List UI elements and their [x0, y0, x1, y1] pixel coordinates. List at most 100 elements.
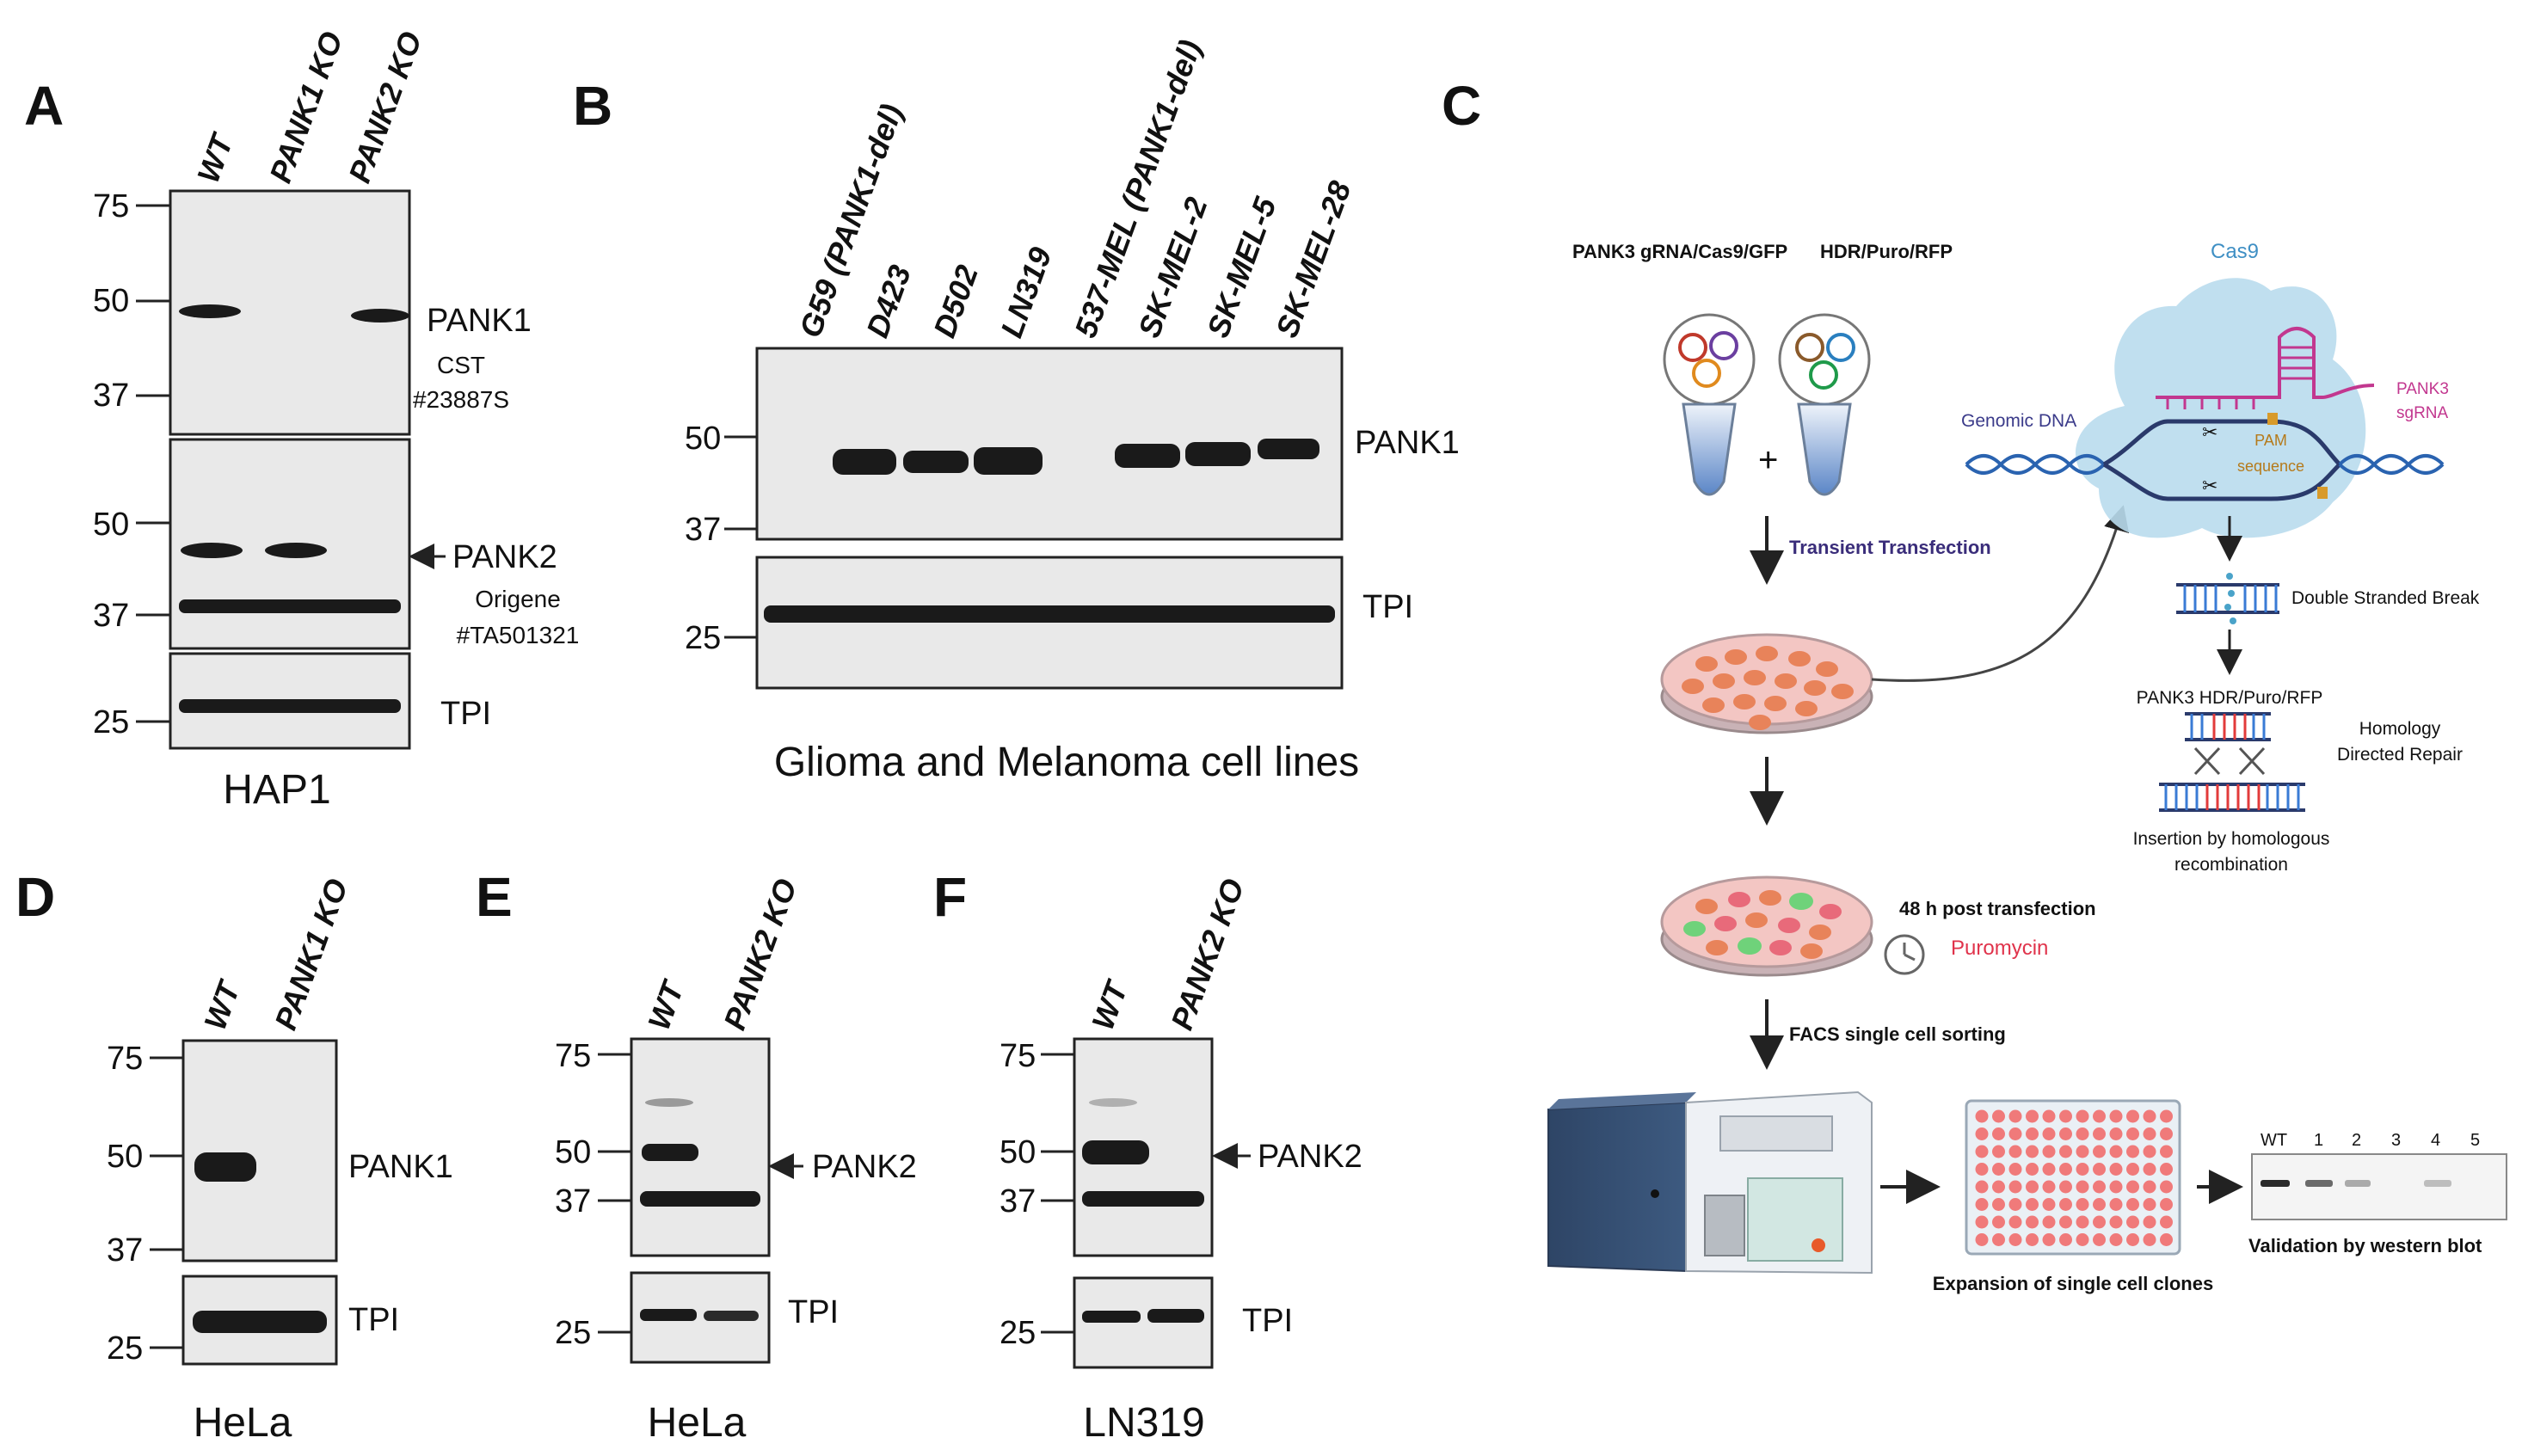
- well: [2076, 1163, 2089, 1176]
- well: [2026, 1215, 2039, 1229]
- well: [2093, 1145, 2106, 1158]
- protein-label: TPI: [440, 696, 491, 732]
- well: [2126, 1145, 2139, 1158]
- lane-label: PANK1 KO: [268, 874, 354, 1034]
- panel-b-lane-labels: G59 (PANK1-del) D423 D502 LN319 537-MEL …: [792, 35, 1358, 342]
- well: [2160, 1215, 2173, 1229]
- well: [2160, 1127, 2173, 1140]
- tube-gfp: [1663, 313, 1756, 496]
- cell-line-label: HeLa: [194, 1400, 292, 1446]
- mechanism-label: Homology: [2359, 719, 2441, 739]
- sgrna-rungs: [2166, 346, 2314, 409]
- well: [2109, 1127, 2123, 1140]
- tube-icon: [1797, 402, 1852, 496]
- well: [2076, 1145, 2089, 1158]
- protein-label: TPI: [1362, 589, 1413, 625]
- marker-label: 50: [1000, 1134, 1036, 1170]
- cell-line-label: HeLa: [648, 1400, 747, 1446]
- mechanism-label: Directed Repair: [2337, 745, 2463, 765]
- marker-label: 50: [107, 1139, 143, 1175]
- pam-icon: [2267, 413, 2278, 425]
- well: [2126, 1233, 2139, 1246]
- mechanism-label: PANK3 HDR/Puro/RFP: [2137, 688, 2323, 708]
- well: [2026, 1233, 2039, 1246]
- well: [2109, 1145, 2123, 1158]
- crispr-mechanism: Cas9 PANK3 sgRNA ✂ ✂ Genomic DNA: [1961, 240, 2449, 538]
- protein-label: PANK1: [348, 1149, 453, 1185]
- band: [1082, 1191, 1204, 1207]
- well: [2160, 1145, 2173, 1158]
- step-label: Transient Transfection: [1789, 537, 1991, 558]
- facs-machine-icon: [1547, 1090, 1873, 1275]
- well: [2059, 1233, 2072, 1246]
- marker-label: 37: [685, 512, 721, 548]
- well: [2160, 1198, 2173, 1211]
- well: [2126, 1163, 2139, 1176]
- band: [179, 304, 241, 318]
- well: [2059, 1180, 2072, 1194]
- pam-icon: [2317, 487, 2328, 499]
- marker-label: 75: [93, 188, 129, 224]
- plasmid-icon: [1795, 333, 1824, 362]
- mini-western-blot: WT 1 2 3 4 5: [2251, 1131, 2507, 1220]
- plasmid-icon: [1678, 333, 1707, 362]
- well: [1992, 1163, 2005, 1176]
- well: [2076, 1109, 2089, 1123]
- well: [2160, 1109, 2173, 1123]
- well: [2008, 1180, 2022, 1194]
- antibody-label: Origene: [475, 586, 561, 612]
- well: [2059, 1145, 2072, 1158]
- well: [1975, 1215, 1989, 1229]
- plasmid-icon: [1709, 331, 1738, 360]
- well: [2059, 1127, 2072, 1140]
- wells: [1975, 1109, 2173, 1246]
- band: [1082, 1311, 1141, 1323]
- culture-dish-1: [1660, 633, 1873, 734]
- well: [2008, 1145, 2022, 1158]
- well: [2143, 1163, 2156, 1176]
- well: [2109, 1163, 2123, 1176]
- culture-dish-2: [1660, 875, 1873, 977]
- marker-label: 50: [555, 1134, 591, 1170]
- band: [1258, 439, 1319, 459]
- lane-label: D502: [926, 261, 985, 342]
- well: [1992, 1109, 2005, 1123]
- band: [764, 605, 1335, 623]
- wb-lane-label: WT: [2261, 1131, 2287, 1150]
- wb-lane-label: 5: [2470, 1131, 2480, 1150]
- band: [704, 1311, 759, 1321]
- band: [181, 543, 243, 558]
- well: [1975, 1180, 1989, 1194]
- hdr-icon: [2159, 712, 2305, 812]
- plasmid-icon: [1692, 359, 1721, 388]
- mechanism-label: PAM: [2254, 432, 2287, 449]
- well: [2042, 1127, 2056, 1140]
- dna-icon: [2102, 462, 2341, 501]
- mechanism-label: PANK3: [2396, 380, 2449, 398]
- mechanism-label: Double Stranded Break: [2291, 588, 2480, 608]
- band: [1082, 1140, 1149, 1164]
- panel-e: E WT PANK2 KO 75 50 37 PANK2 25 TPI HeLa: [476, 866, 917, 1446]
- antibody-label: CST: [437, 352, 485, 378]
- panel-a-letter: A: [24, 75, 64, 137]
- mechanism-label: sgRNA: [2396, 404, 2449, 422]
- panel-d: D WT PANK1 KO 75 50 37 PANK1 25 TPI HeLa: [15, 866, 453, 1446]
- band: [2261, 1180, 2290, 1187]
- band: [194, 1152, 256, 1182]
- band: [1147, 1309, 1204, 1323]
- step-label: 48 h post transfection: [1899, 898, 2096, 919]
- band: [2424, 1180, 2451, 1187]
- step-label: FACS single cell sorting: [1789, 1023, 2006, 1045]
- well: [2026, 1145, 2039, 1158]
- clock-icon: [1884, 934, 1925, 975]
- lane-label: WT: [190, 127, 241, 187]
- well: [2076, 1215, 2089, 1229]
- well: [2143, 1145, 2156, 1158]
- protein-label: PANK2: [452, 539, 557, 575]
- well: [1975, 1163, 1989, 1176]
- well: [2042, 1145, 2056, 1158]
- marker-label: 75: [1000, 1038, 1036, 1074]
- well: [1992, 1233, 2005, 1246]
- tube-icon: [1682, 402, 1737, 496]
